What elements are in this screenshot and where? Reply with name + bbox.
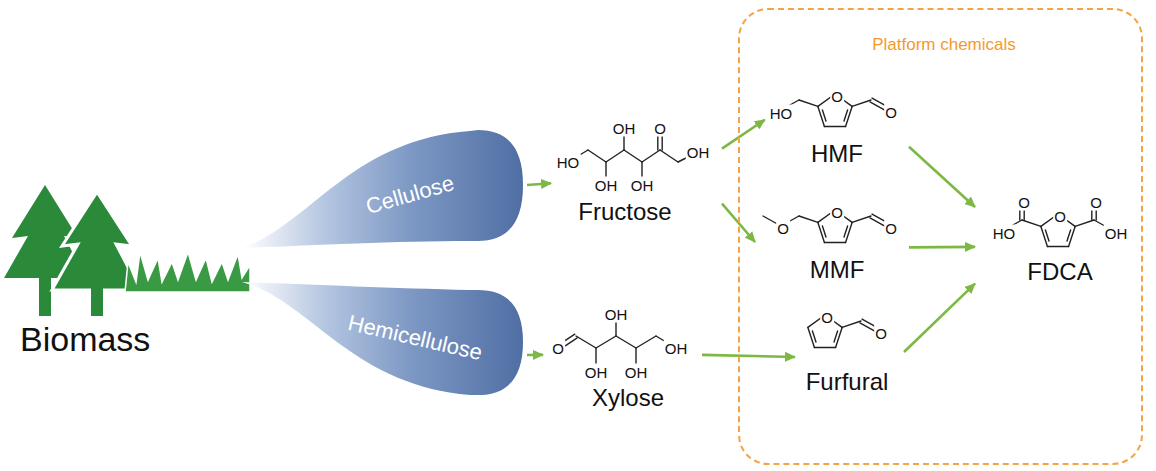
molecule: O O Furfural bbox=[797, 302, 902, 402]
atom-label: O bbox=[551, 340, 565, 357]
atom-label: OH bbox=[686, 144, 711, 161]
bond bbox=[812, 331, 816, 342]
bond bbox=[576, 336, 596, 348]
molecule: HO OH O OH OH OH Fructose bbox=[553, 100, 720, 228]
atom-label: O bbox=[1053, 208, 1067, 225]
bond bbox=[1045, 230, 1049, 241]
atom-label: OH bbox=[630, 177, 655, 194]
atom-label: O bbox=[1017, 194, 1031, 211]
bond bbox=[799, 100, 818, 106]
bond bbox=[818, 222, 825, 242]
group-title: Platform chemicals bbox=[872, 36, 1016, 53]
atom-label: OH bbox=[612, 120, 637, 137]
tree-trunk bbox=[39, 276, 51, 316]
molecule: O O O MMF bbox=[757, 197, 907, 287]
band-outline bbox=[242, 282, 523, 395]
molecule: HO O O HMF bbox=[767, 82, 907, 172]
bond bbox=[1069, 226, 1076, 246]
band-shape bbox=[240, 125, 525, 250]
atom-label: O bbox=[884, 104, 898, 121]
bond bbox=[588, 150, 606, 162]
reaction-arrow bbox=[722, 120, 765, 149]
atom-label: OH bbox=[584, 364, 609, 381]
tree-trunk bbox=[91, 288, 103, 316]
atom-label: OH bbox=[604, 306, 629, 323]
bond bbox=[616, 336, 636, 348]
band-outline bbox=[242, 130, 523, 248]
bond bbox=[846, 106, 853, 126]
bond bbox=[814, 347, 835, 348]
cellulose-band: Cellulose bbox=[240, 125, 525, 250]
bond bbox=[642, 150, 660, 162]
atom-label: HO bbox=[769, 105, 794, 122]
atom-label: OH bbox=[664, 340, 689, 357]
bond bbox=[822, 110, 826, 121]
bond bbox=[660, 150, 678, 162]
atom-label: O bbox=[776, 220, 790, 237]
bond bbox=[818, 106, 825, 126]
bond bbox=[834, 331, 838, 342]
bond bbox=[1022, 220, 1041, 226]
bond bbox=[1075, 220, 1094, 226]
molecule: OOHOOOHFDCA bbox=[977, 187, 1137, 292]
atom-label: HO bbox=[992, 225, 1017, 242]
bond bbox=[842, 321, 861, 327]
compound-name: Furfural bbox=[806, 370, 889, 394]
reaction-arrow bbox=[909, 147, 975, 207]
bond bbox=[846, 222, 853, 242]
source-label: Biomass bbox=[20, 322, 150, 356]
bond bbox=[606, 150, 624, 162]
platform-group: Platform chemicalsHOOOHMFOOOMMFOOFurfura… bbox=[738, 8, 1143, 465]
molecule: O OH OH OH OH Xylose bbox=[545, 300, 700, 412]
atom-label: OH bbox=[624, 364, 649, 381]
bond bbox=[844, 226, 848, 237]
bond bbox=[824, 242, 845, 243]
reaction-arrow bbox=[909, 246, 975, 249]
compound-name: MMF bbox=[810, 258, 865, 282]
bond bbox=[808, 327, 815, 347]
atom-label: O bbox=[874, 325, 888, 342]
bond bbox=[1041, 226, 1048, 246]
atom-label: O bbox=[830, 204, 844, 221]
bond bbox=[822, 226, 826, 237]
hemicellulose-band: Hemicellulose bbox=[240, 280, 525, 400]
compound-name: HMF bbox=[811, 142, 863, 166]
bond bbox=[852, 100, 871, 106]
atom-label: O bbox=[653, 120, 667, 137]
bond bbox=[636, 336, 656, 348]
bond bbox=[1047, 246, 1068, 247]
reaction-arrow bbox=[702, 355, 795, 357]
atom-label: O bbox=[884, 220, 898, 237]
reaction-arrow bbox=[527, 183, 551, 185]
atom-label: O bbox=[1089, 194, 1103, 211]
bond bbox=[799, 216, 818, 222]
atom-label: O bbox=[820, 309, 834, 326]
compound-name: Xylose bbox=[592, 386, 664, 410]
atom-label: HO bbox=[556, 154, 581, 171]
bond bbox=[836, 327, 843, 347]
compound-name: FDCA bbox=[1027, 260, 1092, 284]
bond bbox=[624, 150, 642, 162]
atom-label: O bbox=[830, 88, 844, 105]
grass bbox=[125, 252, 250, 292]
bond bbox=[1067, 230, 1071, 241]
atom-label: OH bbox=[594, 177, 619, 194]
reaction-arrow bbox=[527, 354, 543, 357]
compound-name: Fructose bbox=[578, 200, 671, 224]
bond bbox=[596, 336, 616, 348]
bond bbox=[824, 126, 845, 127]
atom-label: OH bbox=[1104, 225, 1129, 242]
bond bbox=[852, 216, 871, 222]
bond bbox=[844, 110, 848, 121]
reaction-arrow bbox=[904, 284, 975, 352]
